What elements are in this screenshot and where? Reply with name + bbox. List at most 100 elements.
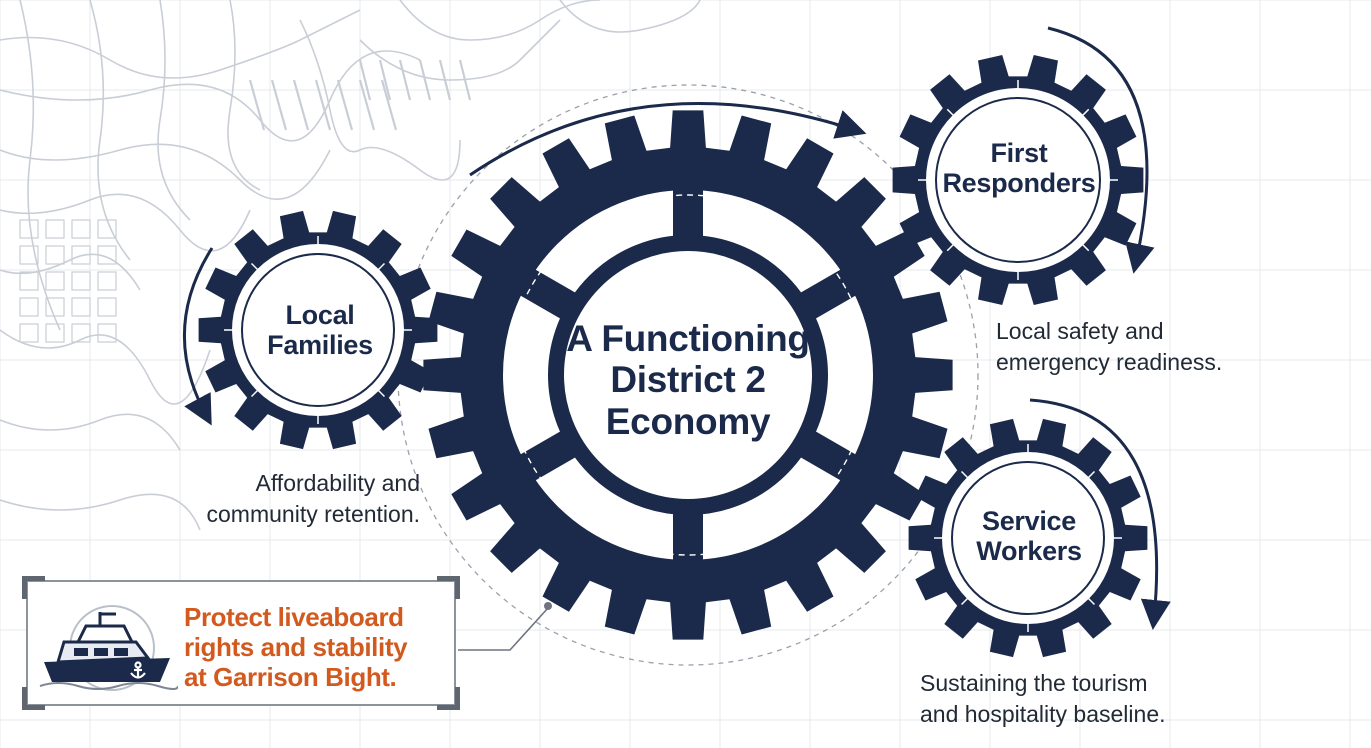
map-dock — [248, 79, 266, 131]
map-block — [97, 271, 117, 291]
map-block — [19, 271, 39, 291]
service-workers-caption-line2: and hospitality baseline. — [920, 700, 1166, 727]
map-block — [71, 271, 91, 291]
center-gear-line3: Economy — [605, 400, 771, 442]
gear-tick — [251, 263, 260, 272]
local-families-caption-line1: Affordability and — [255, 470, 420, 496]
gear-tick — [946, 108, 955, 117]
map-dock — [458, 59, 472, 101]
map-street — [0, 50, 421, 142]
gear-tick — [1081, 108, 1090, 117]
callout-corner — [437, 687, 460, 710]
map-street — [559, 0, 701, 33]
callout-line2: rights and stability — [184, 632, 408, 663]
map-block — [97, 297, 117, 317]
service-workers-caption: Sustaining the tourism and hospitality b… — [920, 668, 1240, 729]
map-block — [45, 219, 65, 239]
gear-hub — [942, 452, 1114, 624]
gear-spoke — [502, 259, 582, 322]
service-workers-line2: Workers — [976, 536, 1082, 567]
gear-hub-ring — [951, 461, 1105, 615]
street-map — [0, 0, 701, 531]
first-responders-line1: First — [990, 138, 1048, 168]
map-dock — [380, 79, 398, 131]
service-workers-caption-line1: Sustaining the tourism — [920, 670, 1148, 696]
local-families-line2: Families — [267, 330, 373, 361]
gear-tick — [946, 243, 955, 252]
map-block — [45, 323, 65, 343]
rotation-arrow — [469, 102, 867, 177]
callout-text: Protect liveaboard rights and stability … — [184, 602, 454, 692]
map-dock — [398, 59, 412, 101]
map-dock — [438, 59, 452, 101]
gear-spoke — [502, 428, 582, 491]
map-dock — [270, 79, 288, 131]
map-dock — [314, 79, 332, 131]
local-families-caption: Affordability and community retention. — [160, 468, 420, 529]
service-workers-label: Service Workers — [944, 506, 1114, 566]
first-responders-gear-icon — [892, 55, 1144, 305]
gear-tick — [1081, 243, 1090, 252]
gear-spoke — [794, 428, 874, 491]
local-families-line1: Local — [285, 300, 355, 330]
map-dock — [292, 79, 310, 131]
map-street — [0, 493, 201, 531]
map-block — [45, 271, 65, 291]
callout-corner — [22, 687, 45, 710]
map-dock — [418, 59, 432, 101]
callout-line1: Protect liveaboard — [184, 602, 404, 632]
map-street — [0, 329, 211, 405]
map-dock — [378, 59, 392, 101]
map-dock — [358, 79, 376, 131]
map-block — [71, 297, 91, 317]
callout-line3: at Garrison Bight. — [184, 662, 397, 693]
gear-tick — [251, 388, 260, 397]
map-street — [0, 413, 181, 451]
gear-dash-ring — [507, 194, 869, 556]
center-gear-label: A Functioning District 2 Economy — [548, 318, 828, 442]
service-workers-gear-icon — [908, 418, 1148, 658]
map-street — [89, 0, 131, 261]
first-responders-caption-line2: emergency readiness. — [996, 348, 1223, 375]
map-street — [359, 19, 561, 81]
callout-corner — [437, 576, 460, 599]
callout-connector — [458, 607, 549, 651]
gear-spoke — [794, 259, 874, 322]
first-responders-label: First Responders — [934, 138, 1104, 198]
rotation-arrow — [1029, 398, 1171, 630]
center-gear-line1: A Functioning — [566, 318, 810, 359]
callout-connector-dot — [544, 602, 552, 610]
map-street — [399, 0, 601, 41]
rotation-arrow — [1047, 26, 1155, 274]
map-street — [157, 0, 191, 221]
callout-corner — [22, 576, 45, 599]
local-families-gear-icon — [198, 210, 438, 450]
local-families-caption-line2: community retention. — [206, 500, 420, 527]
map-street — [0, 193, 251, 252]
map-block — [97, 219, 117, 239]
map-street — [227, 0, 261, 191]
map-block — [45, 245, 65, 265]
first-responders-caption: Local safety and emergency readiness. — [996, 316, 1296, 377]
map-street — [299, 19, 461, 181]
service-workers-line1: Service — [982, 506, 1076, 536]
map-street — [19, 0, 61, 331]
liveaboard-callout: Protect liveaboard rights and stability … — [22, 576, 460, 710]
local-families-label: Local Families — [240, 300, 400, 360]
gear-hub-ring — [935, 97, 1101, 263]
gear-hub-ring — [241, 253, 395, 407]
map-block — [97, 245, 117, 265]
map-block — [19, 297, 39, 317]
anchor-icon — [130, 661, 146, 679]
first-responders-caption-line1: Local safety and — [996, 318, 1164, 344]
map-block — [19, 323, 39, 343]
center-gear-line2: District 2 — [610, 359, 766, 401]
map-block — [19, 245, 39, 265]
map-street — [0, 143, 331, 200]
rotation-arrows — [183, 26, 1171, 630]
map-block — [71, 219, 91, 239]
map-block — [97, 323, 117, 343]
gear-hub — [548, 235, 828, 515]
